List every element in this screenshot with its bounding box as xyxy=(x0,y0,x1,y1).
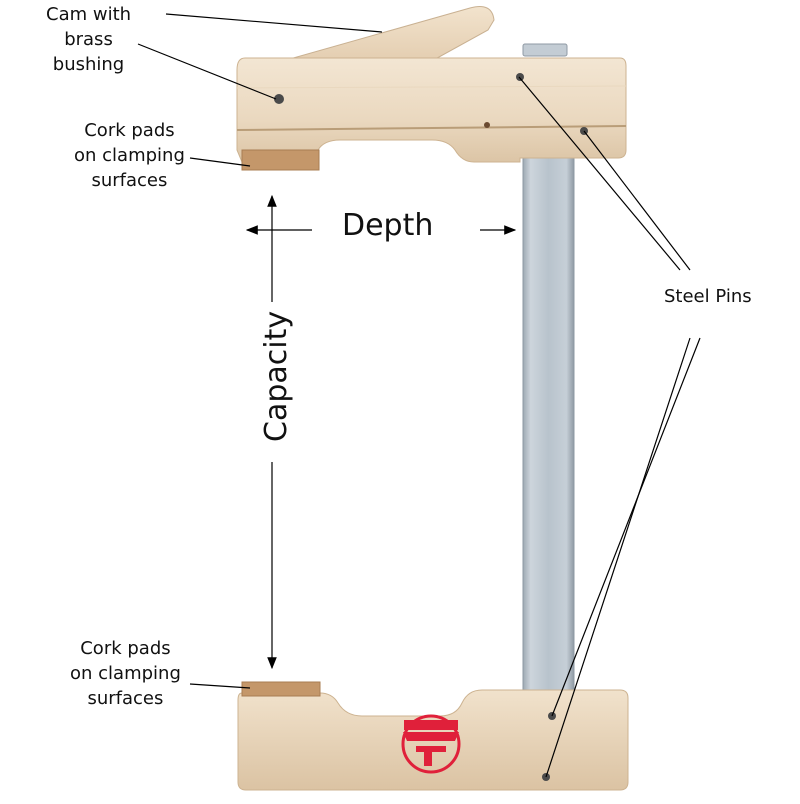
cork-bottom-label-line: Cork pads xyxy=(80,638,171,659)
cork-bottom-label-line: surfaces xyxy=(87,688,164,709)
steel-pins-label: Steel Pins xyxy=(664,286,752,307)
top-jaw xyxy=(236,57,627,163)
cam-lever xyxy=(257,6,495,69)
capacity-label: Capacity xyxy=(259,311,294,448)
dimension-arrows xyxy=(245,194,517,670)
leader-lines xyxy=(137,13,701,778)
klemmsia-logo xyxy=(401,714,461,774)
cork-top-label: Cork pads on clamping surfaces xyxy=(74,118,185,193)
cam-label-line: Cam with xyxy=(46,4,132,25)
cork-bottom-label-line: on clamping xyxy=(70,663,181,684)
cork-bottom-label: Cork pads on clamping surfaces xyxy=(70,636,181,711)
pin-icon xyxy=(484,122,490,128)
cork-pad-bottom xyxy=(241,681,321,697)
pin-icon xyxy=(516,73,524,81)
depth-label: Depth xyxy=(336,209,440,243)
pin-icon xyxy=(274,94,284,104)
cam-label-line: bushing xyxy=(52,54,125,75)
steel-bar xyxy=(522,43,575,700)
cork-top-label-line: on clamping xyxy=(74,145,185,166)
cam-label-line: brass xyxy=(64,29,113,50)
cork-pad-top xyxy=(241,149,320,171)
cork-top-label-line: surfaces xyxy=(91,170,168,191)
cork-top-label-line: Cork pads xyxy=(84,120,175,141)
cam-label: Cam with brass bushing xyxy=(46,2,131,77)
